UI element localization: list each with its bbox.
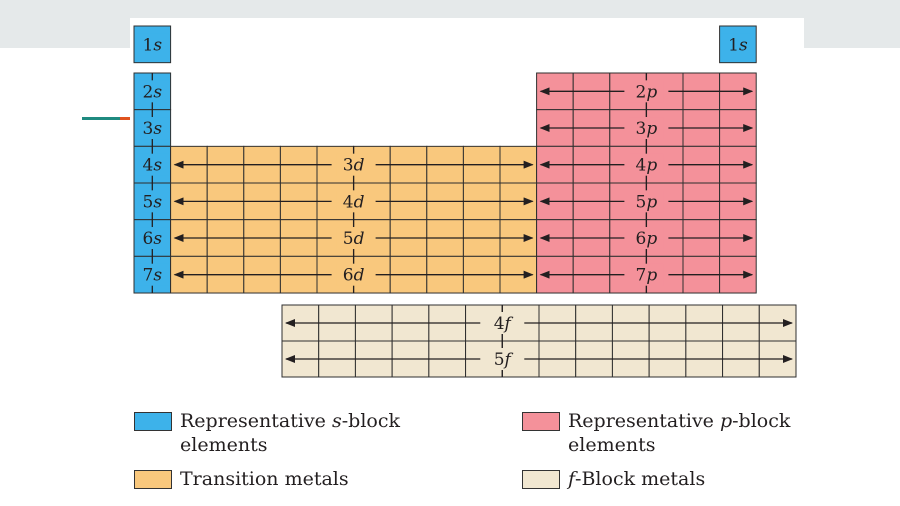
s-block-label-bg: [135, 153, 170, 176]
p-block-label-bg: [629, 117, 664, 140]
s-block-label-bg: [135, 227, 170, 250]
d-block-label: 3d: [343, 156, 365, 176]
p-block-1s-label-bg: [720, 33, 755, 56]
p-block-label-bg: [629, 153, 664, 176]
p-block-label-bg: [629, 227, 664, 250]
legend-swatch-f-block: [522, 470, 560, 489]
d-block-label: 6d: [343, 266, 365, 286]
p-block-label: 6p: [636, 229, 658, 249]
legend-label-s-block: Representative s-block elements: [180, 410, 400, 456]
s-block-label-bg: [135, 80, 170, 103]
slide-accent-tip: [120, 117, 130, 120]
s-block-label-bg: [135, 190, 170, 213]
p-block-label-bg: [629, 190, 664, 213]
d-block-label: 5d: [343, 229, 365, 249]
s-block-label: 5s: [143, 192, 163, 212]
p-block-label: 4p: [636, 156, 658, 176]
p-block-label: 2p: [636, 82, 658, 102]
legend-swatch-p-block: [522, 412, 560, 431]
p-block-1s-label: 1s: [728, 35, 748, 55]
d-block-label-bg: [336, 153, 371, 176]
d-block-label: 4d: [343, 192, 365, 212]
s-block-label: 2s: [143, 82, 163, 102]
s-block-label: 7s: [143, 266, 163, 286]
legend-swatch-d-block: [134, 470, 172, 489]
f-block-label: 5f: [494, 350, 514, 370]
legend-label-p-block: Representative p-block elements: [568, 410, 791, 456]
slide-accent-bar: [82, 117, 120, 120]
s-block-label: 3s: [143, 119, 163, 139]
d-block-label-bg: [336, 190, 371, 213]
s-block-label: 6s: [143, 229, 163, 249]
s-block-1s-label-bg: [135, 33, 170, 56]
legend-swatch-s-block: [134, 412, 172, 431]
p-block-label: 3p: [636, 119, 658, 139]
legend-label-d-block: Transition metals: [180, 468, 349, 490]
s-block-label: 4s: [143, 156, 163, 176]
d-block-label-bg: [336, 263, 371, 286]
f-block-label-bg: [485, 348, 520, 370]
f-block-label-bg: [485, 312, 520, 334]
d-block-label-bg: [336, 227, 371, 250]
s-block-label-bg: [135, 263, 170, 286]
legend-label-f-block: f-Block metals: [568, 468, 706, 490]
s-block-label-bg: [135, 117, 170, 140]
f-block-label: 4f: [494, 314, 514, 334]
p-block-label: 5p: [636, 192, 658, 212]
s-block-1s-label: 1s: [143, 35, 163, 55]
p-block-label-bg: [629, 263, 664, 286]
p-block-label-bg: [629, 80, 664, 103]
p-block-label: 7p: [636, 266, 658, 286]
